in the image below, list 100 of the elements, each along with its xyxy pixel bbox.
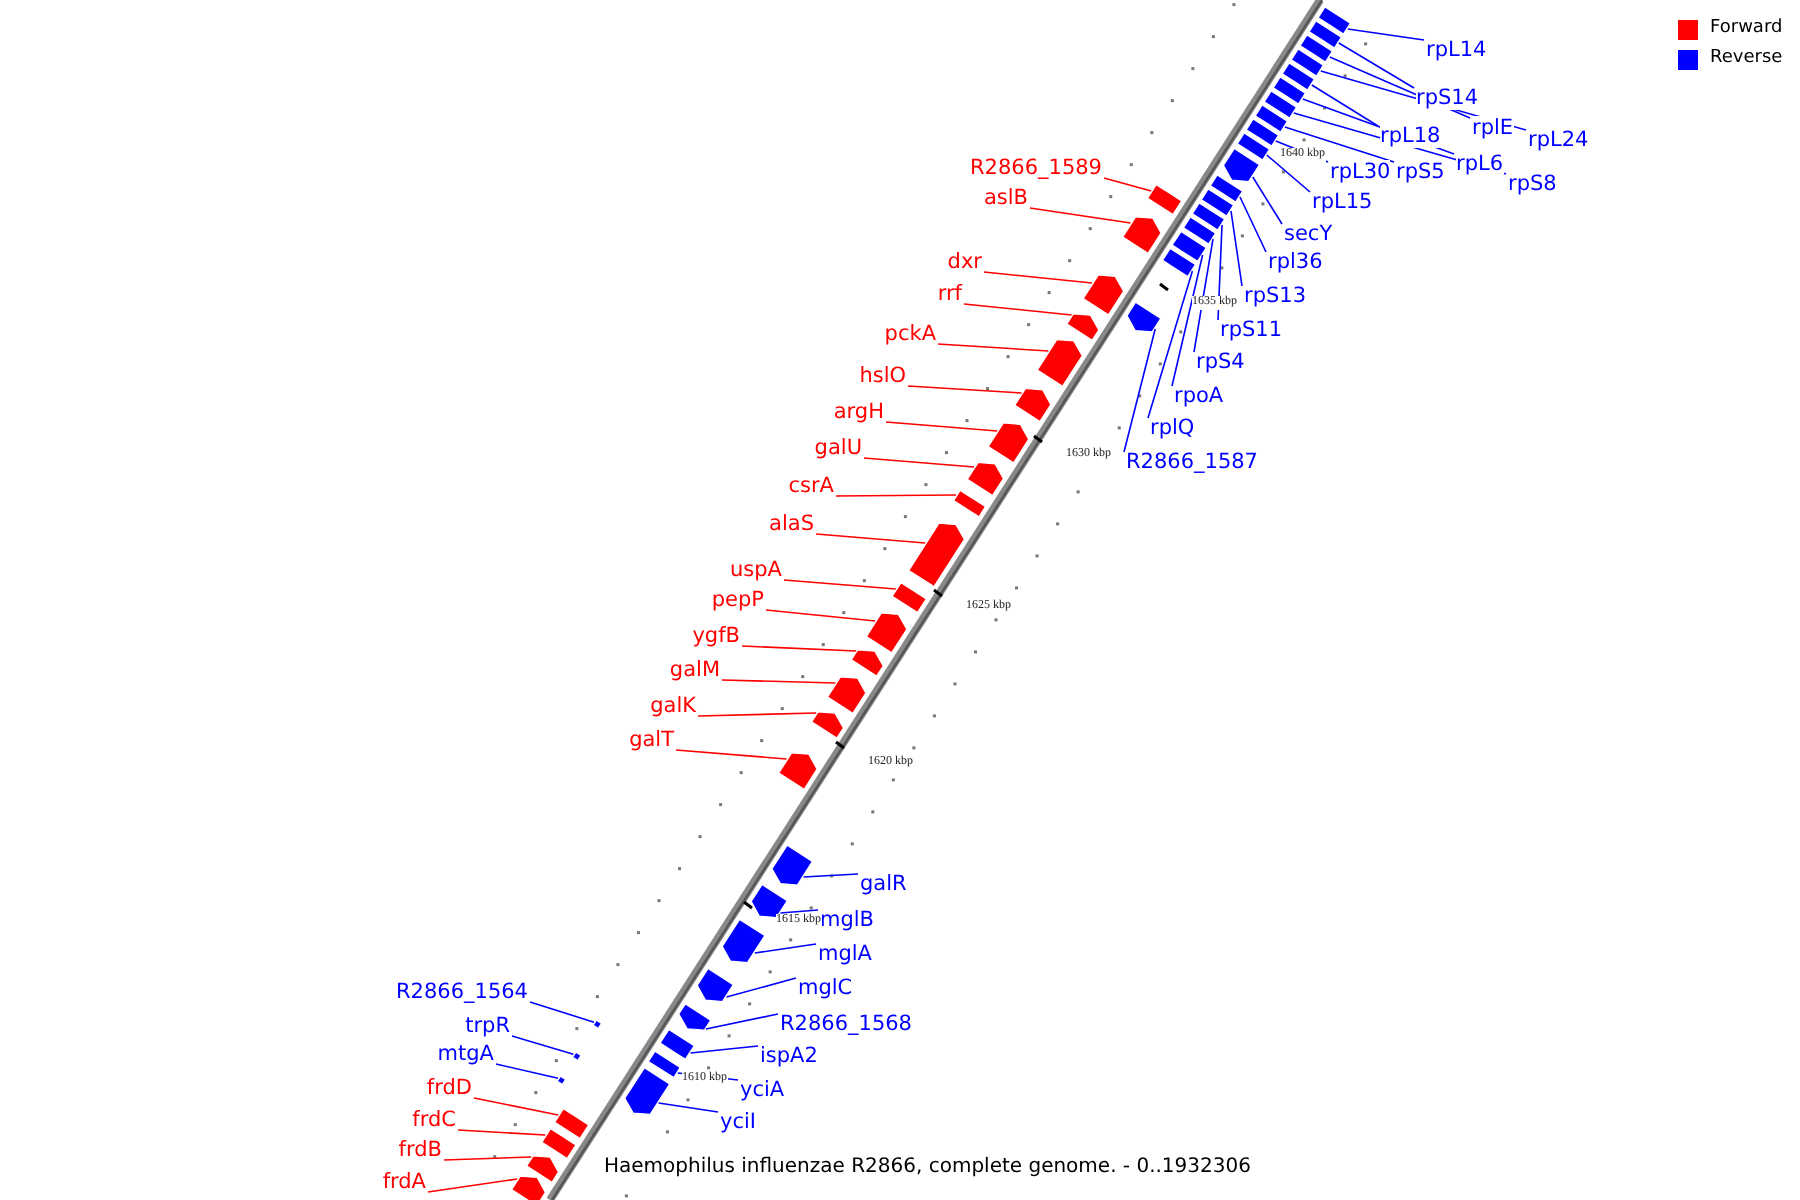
gene-block — [865, 612, 908, 654]
gene-block — [696, 967, 735, 1003]
leader-line — [783, 579, 897, 590]
leader-line — [1029, 207, 1132, 224]
leader-line — [511, 1035, 575, 1055]
leader-line — [1147, 270, 1194, 419]
gene-label: mtgA — [437, 1042, 494, 1066]
leader-line — [473, 1097, 559, 1116]
gene-label: rpS5 — [1396, 160, 1445, 184]
gene-block — [1126, 301, 1162, 333]
gene-label: trpR — [465, 1014, 510, 1038]
gene-label: csrA — [788, 474, 834, 498]
gene-block — [678, 1003, 712, 1031]
leader-line — [1103, 177, 1152, 192]
gene-block — [1121, 216, 1162, 255]
gene-block — [1209, 174, 1244, 203]
gene-label: pckA — [884, 322, 936, 346]
gene-block — [541, 1127, 577, 1160]
gene-label: galT — [629, 728, 674, 752]
leader-line — [443, 1156, 532, 1161]
leader-line — [689, 1045, 759, 1054]
gene-block — [771, 844, 814, 886]
gene-block — [952, 489, 987, 518]
gene-label: ispA2 — [760, 1044, 818, 1068]
leader-line — [721, 679, 837, 684]
gene-label: rpS4 — [1196, 350, 1245, 374]
leader-line — [802, 873, 859, 878]
leader-line — [765, 609, 876, 622]
leader-line — [1252, 176, 1283, 225]
gene-block — [966, 461, 1005, 497]
leader-line — [937, 343, 1050, 352]
leader-line — [1230, 210, 1243, 287]
gene-block — [659, 1028, 696, 1061]
gene-block — [907, 522, 966, 588]
gene-block — [1082, 274, 1125, 316]
gene-label: mglC — [798, 976, 853, 1000]
gene-block — [1263, 90, 1298, 119]
leader-line — [835, 494, 957, 497]
gene-label: galM — [669, 658, 720, 682]
gene-label: rpS8 — [1508, 172, 1557, 196]
leader-line — [1217, 224, 1223, 321]
gene-label: argH — [833, 400, 884, 424]
gene-label: rpL6 — [1456, 152, 1504, 176]
gene-label: galU — [814, 436, 862, 460]
gene-label: rpoA — [1174, 384, 1224, 408]
gene-block — [571, 1051, 582, 1062]
gene-label: frdC — [412, 1108, 456, 1132]
leader-line — [705, 1013, 779, 1030]
gene-block — [1200, 188, 1235, 217]
gene-label: frdA — [382, 1170, 426, 1194]
gene-block — [1272, 76, 1307, 105]
gene-label: rpS11 — [1220, 318, 1283, 342]
gene-label: rpS14 — [1416, 86, 1479, 110]
leader-line — [725, 977, 797, 998]
gene-label: rpL18 — [1380, 124, 1441, 148]
leader-line — [1239, 196, 1267, 253]
gene-block — [1299, 34, 1334, 63]
gene-label: ygfB — [692, 624, 740, 648]
leader-line — [963, 303, 1073, 316]
leader-line — [779, 909, 819, 914]
gene-block — [1146, 183, 1183, 216]
gene-label: secY — [1284, 222, 1333, 246]
gene-block — [1013, 387, 1052, 423]
leader-line — [1171, 254, 1204, 387]
gene-label: aslB — [983, 186, 1028, 210]
gene-block — [1308, 20, 1343, 49]
gene-block — [1281, 62, 1316, 91]
leader-line — [1338, 42, 1415, 89]
gene-block — [1222, 147, 1261, 183]
leader-line — [1284, 126, 1395, 163]
gene-label: R2866_1587 — [1126, 450, 1258, 474]
gene-label: frdD — [426, 1076, 472, 1100]
leader-line — [1193, 238, 1214, 353]
gene-block — [1161, 247, 1197, 278]
gene-label: rpL30 — [1330, 160, 1391, 184]
leader-line — [1347, 28, 1425, 41]
gene-block — [1171, 230, 1208, 263]
leader-line — [863, 457, 975, 468]
legend-label: Reverse — [1710, 48, 1783, 70]
gene-label: frdB — [398, 1138, 442, 1162]
gene-block — [1191, 202, 1226, 231]
leader-line — [815, 533, 926, 544]
gene-label: yciA — [740, 1078, 785, 1102]
leader-line — [754, 943, 817, 954]
gene-block — [553, 1107, 590, 1140]
leader-line — [529, 1001, 595, 1023]
gene-block — [810, 711, 845, 739]
gene-block — [592, 1019, 603, 1030]
leader-line — [1266, 154, 1311, 193]
gene-label: yciI — [720, 1110, 757, 1134]
gene-label: galR — [860, 872, 907, 896]
caption: Haemophilus influenzae R2866, complete genome. - 0..1932306 — [604, 1156, 1251, 1178]
gene-label: rplE — [1472, 116, 1514, 140]
gene-block — [850, 649, 884, 677]
legend-label: Forward — [1710, 18, 1783, 40]
gene-label: galK — [650, 694, 696, 718]
gene-label: rpL24 — [1528, 128, 1589, 152]
gene-block — [525, 1155, 560, 1184]
leader-line — [457, 1129, 547, 1136]
gene-label: rpL15 — [1312, 190, 1373, 214]
